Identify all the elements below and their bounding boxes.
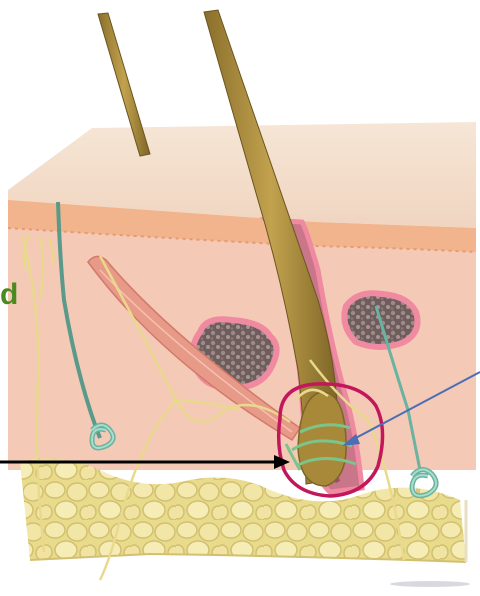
left-edge-letter: d (0, 280, 18, 310)
hair-bulb (298, 392, 346, 486)
subcutaneous-fat-layer (20, 458, 466, 562)
